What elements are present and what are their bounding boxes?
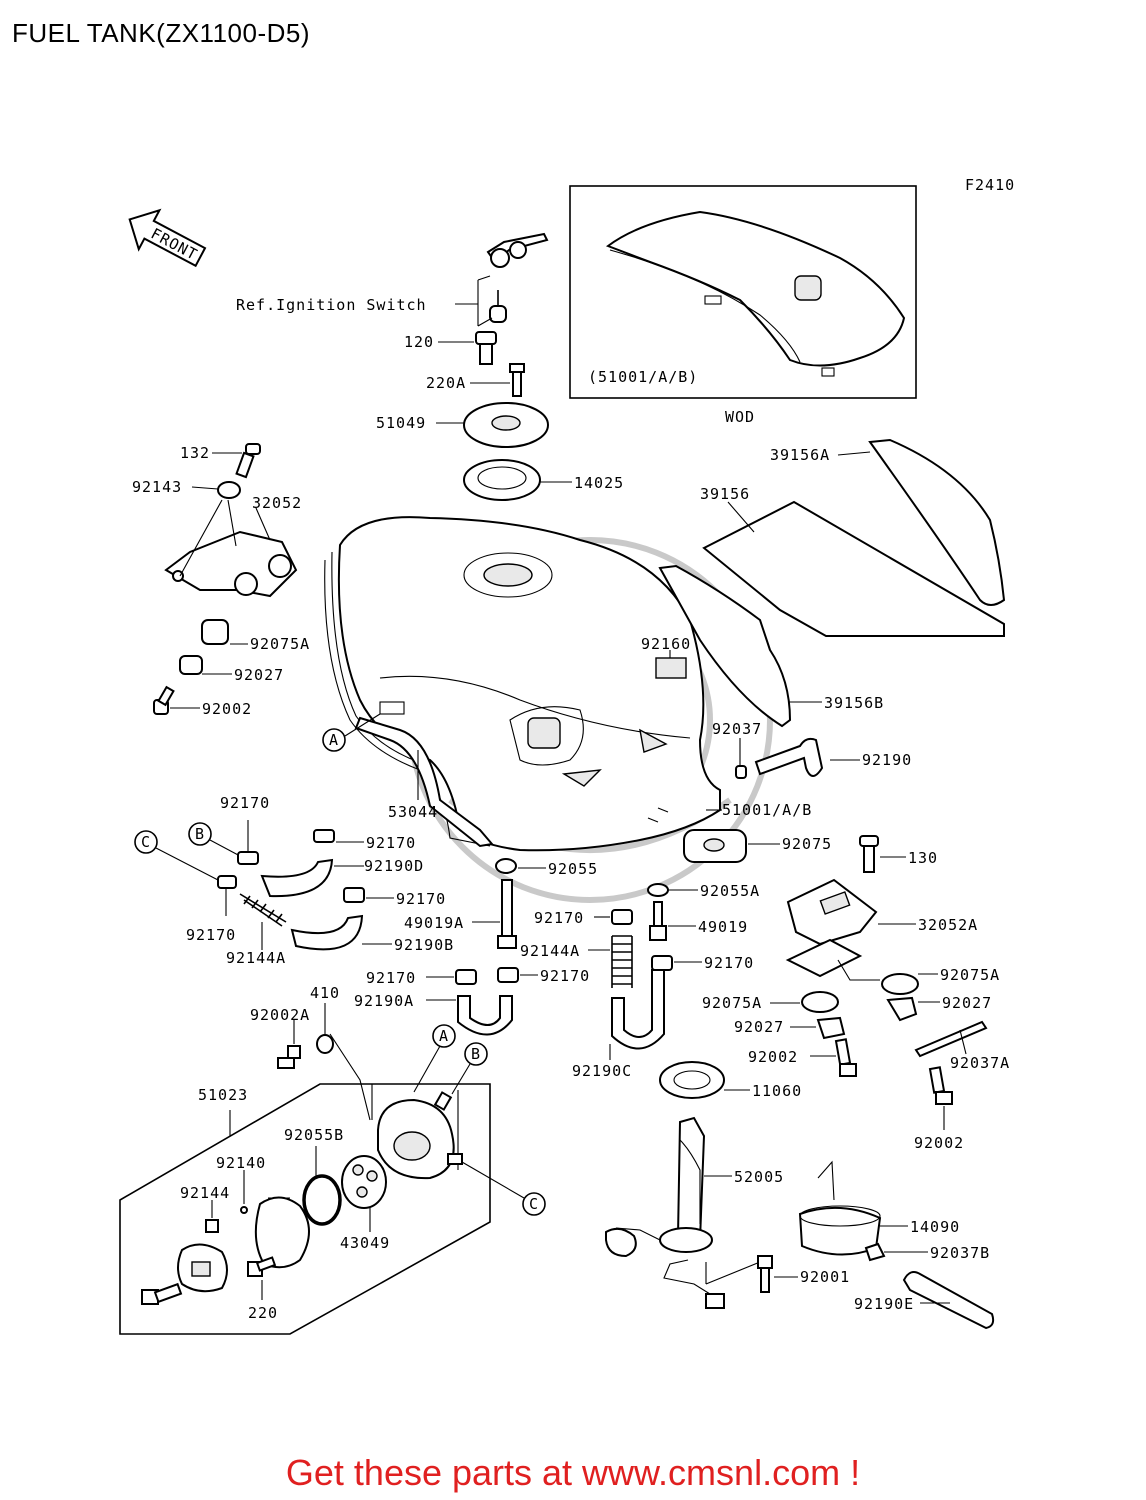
label-92055A: 92055A xyxy=(700,882,760,900)
label-52005: 52005 xyxy=(734,1168,784,1186)
inset-caption: WOD xyxy=(725,408,755,426)
label-132: 132 xyxy=(180,444,210,462)
label-92170-h: 92170 xyxy=(366,969,416,987)
inset-tank-cover: (51001/A/B) WOD xyxy=(569,185,917,426)
label-51049: 51049 xyxy=(376,414,426,432)
callout-B-cock: B xyxy=(471,1045,481,1063)
label-92190: 92190 xyxy=(862,751,912,769)
label-92002-mid: 92002 xyxy=(748,1048,798,1066)
label-14090: 14090 xyxy=(910,1218,960,1236)
label-92144A-left: 92144A xyxy=(226,949,286,967)
ignition-key-icon xyxy=(486,232,549,323)
label-43049: 43049 xyxy=(340,1234,390,1252)
label-92170-b: 92170 xyxy=(186,926,236,944)
label-92143: 92143 xyxy=(132,478,182,496)
callout-C-left: C xyxy=(141,833,151,851)
label-92170-a: 92170 xyxy=(220,794,270,812)
label-220: 220 xyxy=(248,1304,278,1322)
label-49019A: 49019A xyxy=(404,914,464,932)
label-92160: 92160 xyxy=(641,635,691,653)
page-title: FUEL TANK(ZX1100-D5) xyxy=(12,18,311,48)
label-92002-left: 92002 xyxy=(202,700,252,718)
label-92190B: 92190B xyxy=(394,936,454,954)
label-410: 410 xyxy=(310,984,340,1002)
fuel-level-sensor xyxy=(605,1116,725,1309)
callout-A-cock: A xyxy=(439,1027,449,1045)
callout-C-cock: C xyxy=(529,1195,539,1213)
label-51023: 51023 xyxy=(198,1086,248,1104)
label-92075A-right: 92075A xyxy=(940,966,1000,984)
label-49019: 49019 xyxy=(698,918,748,936)
label-92170-e: 92170 xyxy=(534,909,584,927)
label-130: 130 xyxy=(908,849,938,867)
label-39156B: 39156B xyxy=(824,694,884,712)
label-39156: 39156 xyxy=(700,485,750,503)
inset-label: (51001/A/B) xyxy=(588,368,698,386)
label-92075A-left: 92075A xyxy=(250,635,310,653)
label-11060: 11060 xyxy=(752,1082,802,1100)
label-32052A: 32052A xyxy=(918,916,978,934)
label-92037: 92037 xyxy=(712,720,762,738)
label-92140: 92140 xyxy=(216,1154,266,1172)
label-92190D: 92190D xyxy=(364,857,424,875)
front-label: FRONT xyxy=(148,225,201,264)
label-92170-g: 92170 xyxy=(540,967,590,985)
label-92027-mid: 92027 xyxy=(734,1018,784,1036)
ignition-ref-label: Ref.Ignition Switch xyxy=(236,296,427,314)
front-arrow-icon: FRONT xyxy=(128,208,207,268)
figure-code: F2410 xyxy=(965,176,1015,194)
label-92027-left: 92027 xyxy=(234,666,284,684)
label-14025: 14025 xyxy=(574,474,624,492)
footer-advertisement[interactable]: Get these parts at www.cmsnl.com ! xyxy=(285,1452,861,1493)
label-120: 120 xyxy=(404,333,434,351)
label-92002A: 92002A xyxy=(250,1006,310,1024)
label-92055: 92055 xyxy=(548,860,598,878)
label-92075A-mid: 92075A xyxy=(702,994,762,1012)
callout-A-tank: A xyxy=(329,731,339,749)
label-220A: 220A xyxy=(426,374,466,392)
label-92037B: 92037B xyxy=(930,1244,990,1262)
label-92002-right: 92002 xyxy=(914,1134,964,1152)
label-39156A: 39156A xyxy=(770,446,830,464)
label-92037A: 92037A xyxy=(950,1054,1010,1072)
label-51001AB: 51001/A/B xyxy=(722,801,812,819)
label-53044: 53044 xyxy=(388,803,438,821)
label-92170-f: 92170 xyxy=(704,954,754,972)
label-92144: 92144 xyxy=(180,1184,230,1202)
label-92144A-right: 92144A xyxy=(520,942,580,960)
callout-B-left: B xyxy=(195,825,205,843)
label-92190E: 92190E xyxy=(854,1295,914,1313)
label-92027-right: 92027 xyxy=(942,994,992,1012)
label-32052: 32052 xyxy=(252,494,302,512)
label-92190A: 92190A xyxy=(354,992,414,1010)
label-92170-c: 92170 xyxy=(366,834,416,852)
label-92075: 92075 xyxy=(782,835,832,853)
label-92001: 92001 xyxy=(800,1268,850,1286)
label-92170-d: 92170 xyxy=(396,890,446,908)
label-92190C: 92190C xyxy=(572,1062,632,1080)
label-92055B: 92055B xyxy=(284,1126,344,1144)
